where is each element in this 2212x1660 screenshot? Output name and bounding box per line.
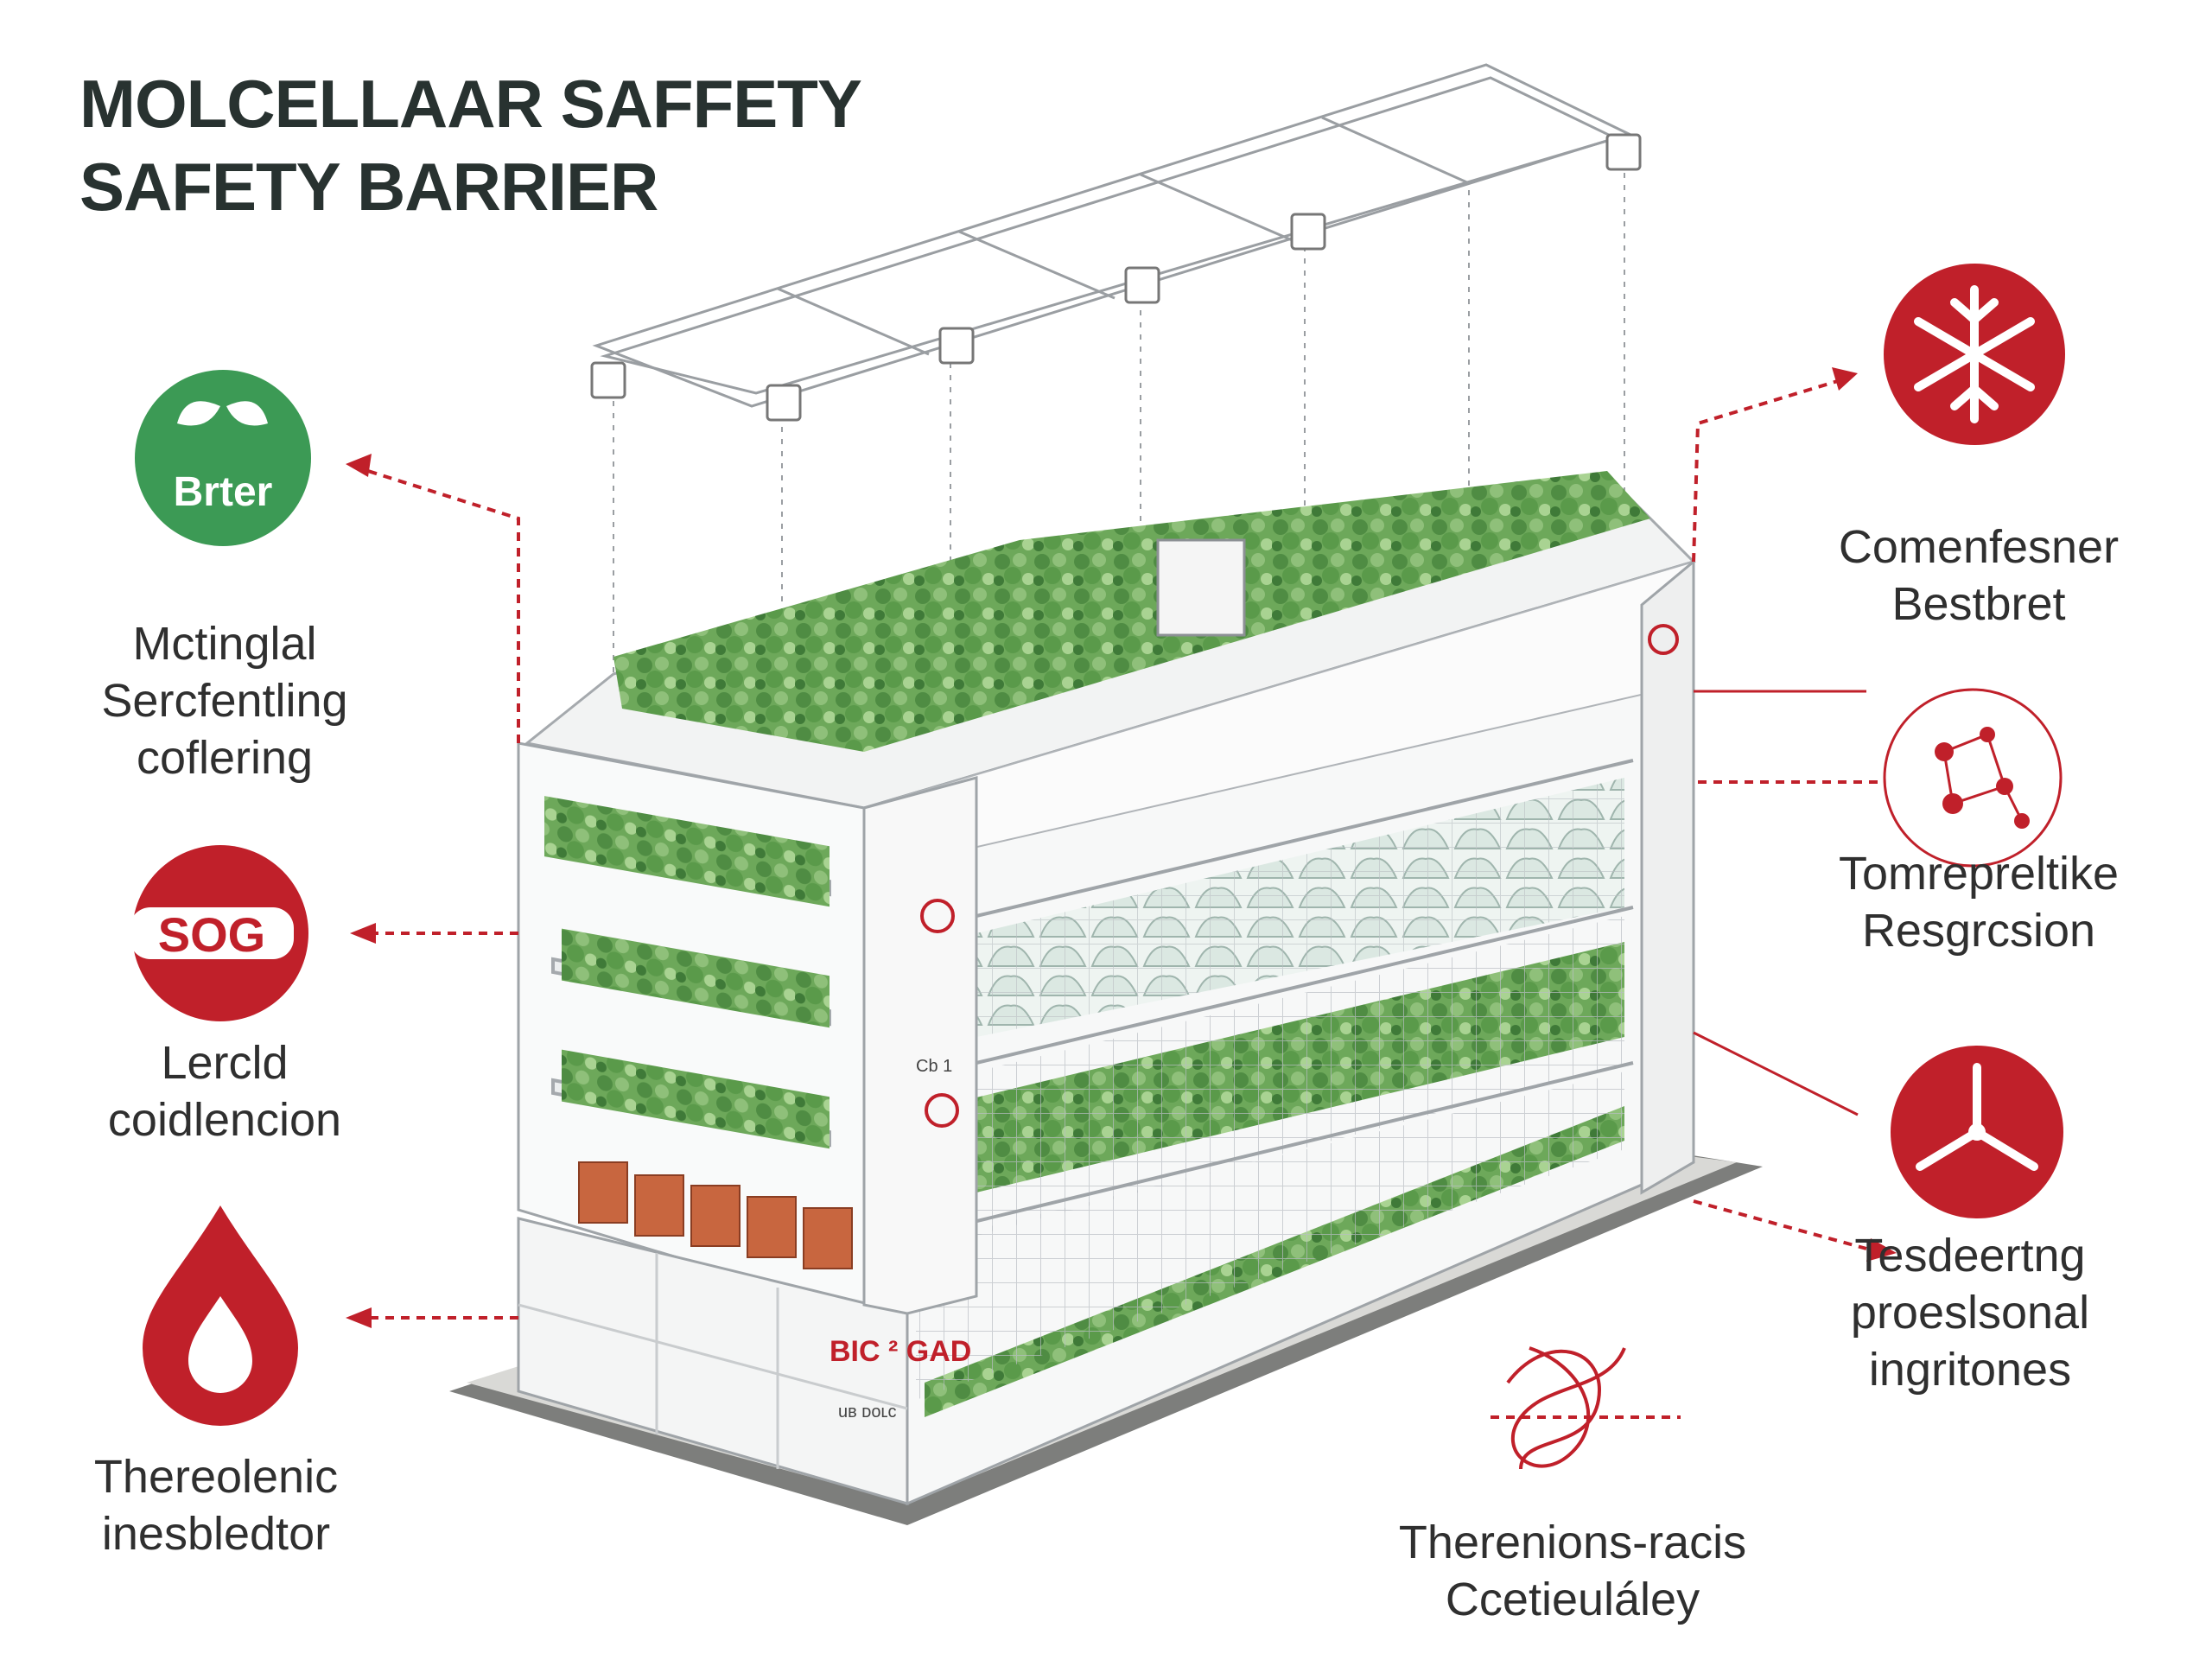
label-line: coflering [136,732,314,784]
label-line: Tesdeertng [1854,1230,2086,1282]
callout-left-3-label: Thereolenic inesbledtor [60,1448,372,1562]
left-shelving-unit [517,741,978,1505]
callout-right-3-label: Tesdeertng proeslsonal ingritones [1789,1227,2152,1398]
label-line: Sercfentling [101,675,348,727]
hanging-lamps [590,133,1642,422]
base-label-text: uв ᴅᴏʟc [838,1402,897,1421]
water-drop-icon [143,1205,298,1426]
label-line: Tomrepreltike [1838,848,2120,900]
label-line: inesbledtor [101,1508,331,1560]
callout-left-1-label: Mctinglal Sercfentling coflering [69,615,380,786]
barrier-body [861,558,1695,1506]
callout-right-2-label: Tomrepreltike Resgrcsion [1797,845,2160,959]
knot-icon [1506,1346,1626,1470]
label-line: Bestbret [1891,578,2066,630]
label-line: Mctinglal [132,618,317,670]
label-line: Lercld [161,1037,289,1089]
callout-left-2-label: Lercld coidlencion [69,1034,380,1148]
label-line: Thereolenic [93,1451,339,1503]
small-sign-text: Cb 1 [916,1057,952,1076]
snowflake-icon [1884,264,2065,445]
solid-connector-lines [1693,690,1866,1116]
callout-bottom-label: Therenions-racis Ccetieuláley [1348,1514,1797,1628]
diagram-title: MOLCELLAAR SAFFETY SAFETY BARRIER [79,62,862,228]
label-line: ingritones [1868,1344,2072,1396]
label-line: proeslsonal [1850,1287,2090,1339]
side-panel-text: BIC ² GAD [830,1335,971,1368]
fan-icon [1891,1046,2063,1218]
title-line-2: SAFETY BARRIER [79,149,658,225]
label-line: Therenions-racis [1398,1517,1747,1568]
roof-garden [524,471,1696,810]
label-line: Comenfesner [1838,521,2120,573]
leader-arrowheads [346,367,1897,1328]
title-line-1: MOLCELLAAR SAFFETY [79,66,862,142]
leaf-badge-icon: Brter [135,370,311,546]
leaf-badge-text: Brter [174,469,273,515]
label-line: Ccetieuláley [1445,1574,1700,1625]
terracotta-planters [578,1161,853,1269]
panel-warning-marks [920,624,1679,1128]
label-line: Resgrcsion [1861,905,2096,957]
molecule-icon [1883,688,2063,868]
label-line: coidlencion [107,1094,342,1146]
stop-sign-text: SOG [158,907,265,962]
stop-sign-icon: SOG [130,845,308,1021]
callout-right-1-label: Comenfesner Bestbret [1797,518,2160,633]
